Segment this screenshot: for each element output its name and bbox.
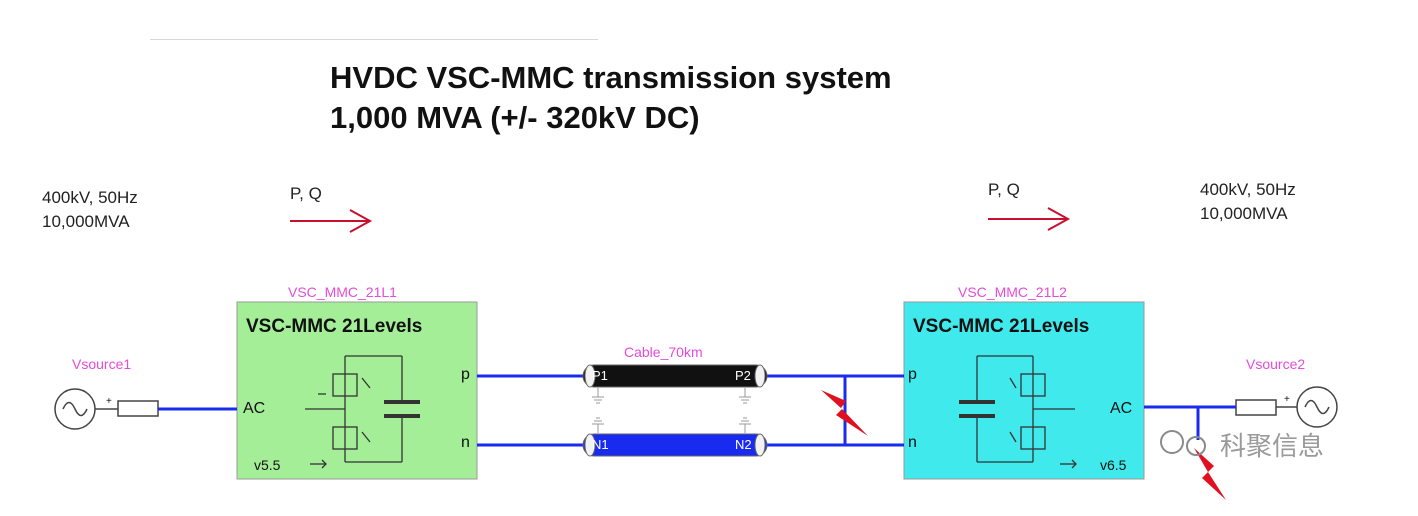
title-line-1: HVDC VSC-MMC transmission system	[330, 60, 892, 95]
converter-left-p-pin: p	[461, 366, 470, 383]
vsource2-tag: Vsource2	[1246, 356, 1306, 372]
watermark-text: 科聚信息	[1220, 432, 1325, 462]
converter-right-tag: VSC_MMC_21L2	[958, 284, 1067, 300]
dc-fault-icon[interactable]	[821, 390, 868, 436]
svg-text:+: +	[106, 396, 112, 407]
converter-left-version: v5.5	[254, 457, 281, 473]
power-flow-label-right: P, Q	[988, 180, 1020, 199]
converter-left-n-pin: n	[461, 434, 470, 451]
watermark-logo-icon	[1160, 430, 1206, 456]
source-right-rating: 400kV, 50Hz 10,000MVA	[1200, 178, 1296, 226]
converter-right-p-pin: p	[908, 366, 917, 383]
vsource1-symbol[interactable]	[54, 388, 96, 430]
vsource1-impedance	[117, 400, 159, 417]
ac-fault-icon[interactable]	[1194, 448, 1226, 500]
power-flow-arrow-right	[988, 207, 1071, 231]
converter-right-version: v6.5	[1100, 457, 1127, 473]
cable-positive[interactable]	[582, 364, 768, 388]
cable-pin-p1: P1	[592, 368, 608, 383]
source-left-power: 10,000MVA	[42, 212, 130, 231]
title-line-2: 1,000 MVA (+/- 320kV DC)	[330, 100, 700, 135]
source-left-voltage: 400kV, 50Hz	[42, 188, 138, 207]
cable-pin-p2: P2	[735, 368, 751, 383]
converter-right-n-pin: n	[908, 434, 917, 451]
vsource2-impedance	[1235, 399, 1277, 416]
source-right-power: 10,000MVA	[1200, 204, 1288, 223]
cable-negative[interactable]	[582, 433, 768, 457]
diagram-title: HVDC VSC-MMC transmission system 1,000 M…	[330, 58, 892, 138]
cable-pin-n2: N2	[735, 437, 752, 452]
header-rule	[150, 39, 598, 40]
power-flow-label-left: P, Q	[290, 184, 322, 203]
converter-left-title: VSC-MMC 21Levels	[246, 316, 423, 337]
converter-left-tag: VSC_MMC_21L1	[288, 284, 397, 300]
vsource1-tag: Vsource1	[72, 356, 132, 372]
source-right-voltage: 400kV, 50Hz	[1200, 180, 1296, 199]
cable-tag: Cable_70km	[624, 344, 703, 360]
cable-pin-n1: N1	[592, 437, 609, 452]
source-left-rating: 400kV, 50Hz 10,000MVA	[42, 186, 138, 234]
power-flow-arrow-left	[290, 209, 373, 233]
vsource2-symbol[interactable]	[1296, 386, 1338, 428]
cable-ground-symbols	[592, 388, 751, 433]
converter-left-schematic	[305, 355, 420, 469]
converter-right-schematic	[959, 355, 1077, 469]
svg-text:+: +	[1284, 394, 1290, 405]
converter-right-title: VSC-MMC 21Levels	[913, 316, 1090, 337]
converter-right-ac-pin: AC	[1110, 400, 1133, 417]
converter-left-ac-pin: AC	[243, 400, 266, 417]
